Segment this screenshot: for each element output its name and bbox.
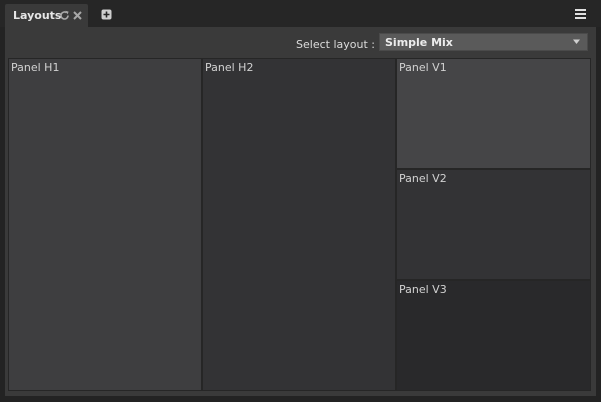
panel-v2-title: Panel V2 [399,172,447,185]
panel-v2: Panel V2 [396,169,591,280]
panel-layout-area: Panel H1 Panel H2 Panel V1 Panel V2 Pane… [8,58,591,391]
layout-select[interactable]: Simple Mix [379,33,588,51]
panel-v1-title: Panel V1 [399,61,447,74]
hamburger-menu-icon[interactable] [575,9,586,19]
close-icon[interactable] [72,10,83,21]
select-layout-label: Select layout : [296,38,375,51]
panel-h1-title: Panel H1 [11,61,60,74]
layouts-content: Select layout : Simple Mix Panel H1 Pane… [5,27,596,396]
add-tab-icon[interactable] [101,9,112,20]
panel-v1: Panel V1 [396,58,591,169]
panel-v3: Panel V3 [396,280,591,391]
chevron-down-icon [573,39,580,44]
panel-h2-title: Panel H2 [205,61,254,74]
tab-layouts[interactable]: Layouts [5,4,88,27]
panel-h1: Panel H1 [8,58,202,391]
tab-bar: Layouts [0,0,601,27]
refresh-icon[interactable] [59,10,70,21]
tab-label: Layouts [13,9,62,22]
layout-select-value: Simple Mix [385,36,453,49]
panel-v3-title: Panel V3 [399,283,447,296]
panel-h2: Panel H2 [202,58,396,391]
